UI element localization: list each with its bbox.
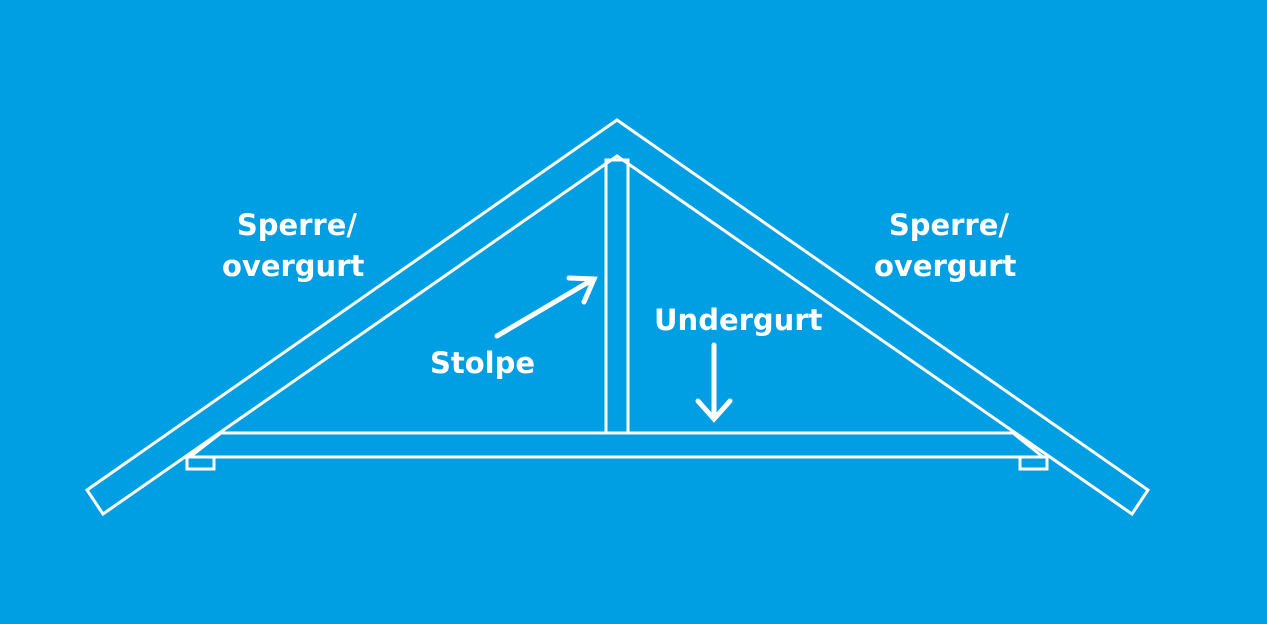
left-rafter-label: Sperre/ overgurt <box>222 205 365 287</box>
bottom-chord <box>185 431 1048 459</box>
rafter-outline <box>84 118 1151 517</box>
right-rafter-label-line2: overgurt <box>874 249 1017 283</box>
left-support <box>185 455 216 471</box>
post-arrow <box>494 275 598 339</box>
post-label: Stolpe <box>430 346 536 380</box>
right-rafter-label: Sperre/ overgurt <box>874 205 1017 287</box>
left-rafter-label-line1: Sperre/ <box>236 208 357 242</box>
left-rafter-label-line2: overgurt <box>222 249 365 283</box>
bottom-chord-label: Undergurt <box>654 303 823 337</box>
right-support <box>1018 455 1049 471</box>
right-rafter-label-line1: Sperre/ <box>888 208 1009 242</box>
king-post <box>604 158 630 435</box>
bottom-chord-arrow <box>695 342 733 423</box>
